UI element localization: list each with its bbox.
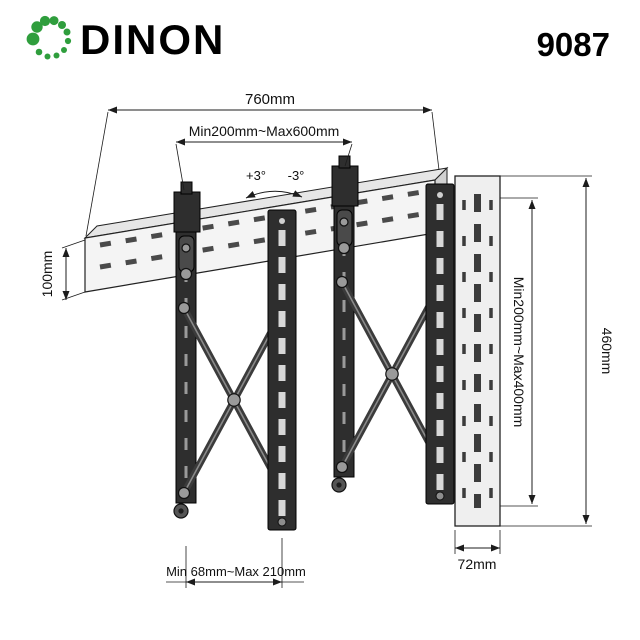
model-number: 9087 <box>536 26 610 63</box>
dim-bracket-height-label: 460mm <box>599 328 615 375</box>
dim-rail-height-ext-top <box>61 239 86 249</box>
dim-vrange-label: Min200mm~Max400mm <box>511 277 527 428</box>
wall-plate-slot-row-bottom <box>99 210 429 270</box>
tilt-up-label: +3° <box>246 168 266 183</box>
technical-drawing: 760mm Min200mm~Max600mm +3° -3° 100mm 46… <box>39 91 615 588</box>
dim-total-width-ext-left <box>85 111 109 237</box>
tilt-down-label: -3° <box>288 168 305 183</box>
tilt-arc-arrow <box>245 190 303 199</box>
dim-profile-width-label: 72mm <box>458 556 497 572</box>
dimension-annotations: 760mm Min200mm~Max600mm +3° -3° 100mm 46… <box>39 91 615 588</box>
dinon-logo-icon <box>24 12 78 66</box>
dim-hrange-label: Min200mm~Max600mm <box>189 123 340 139</box>
dim-total-width-label: 760mm <box>245 91 295 108</box>
dim-depth-label: Min 68mm~Max 210mm <box>166 564 306 579</box>
dim-hrange-ext-right <box>344 143 353 167</box>
wall-plate-slot-row-top <box>99 188 429 248</box>
dim-rail-height-label: 100mm <box>39 251 55 298</box>
brand-name: DINON <box>80 16 226 63</box>
dim-total-width-ext-right <box>431 111 440 171</box>
page-header: DINON 9087 <box>0 0 640 80</box>
wall-plate <box>83 166 449 293</box>
dim-rail-height-ext-bottom <box>61 291 86 301</box>
dim-hrange-ext-left <box>175 143 185 191</box>
side-profile-bracket <box>454 175 501 527</box>
